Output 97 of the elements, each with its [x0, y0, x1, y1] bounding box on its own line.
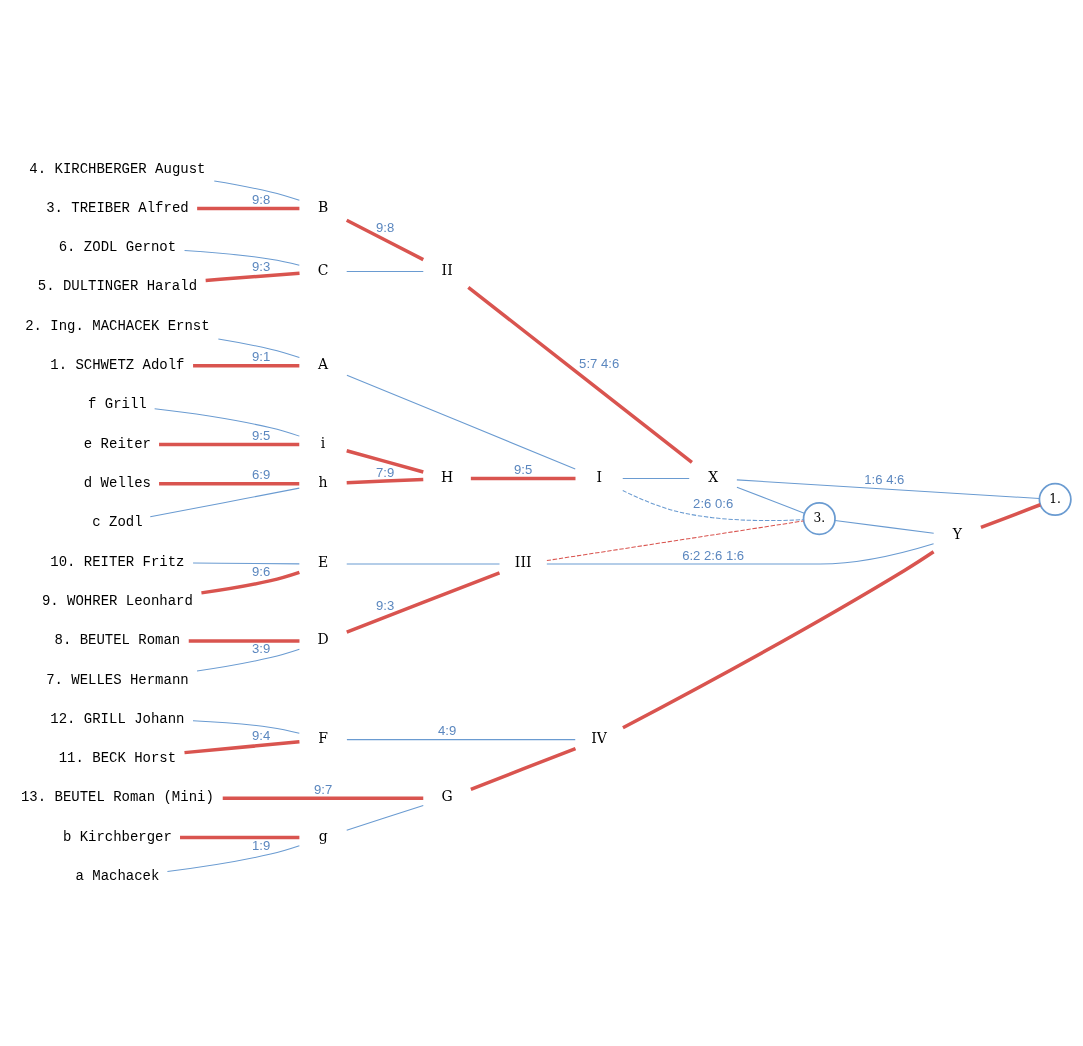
edge-label: 9:4 [251, 727, 271, 743]
connector [188, 639, 300, 643]
connector [470, 746, 577, 791]
connector [346, 805, 424, 831]
connector [193, 364, 300, 368]
edge-label: 9:8 [376, 220, 395, 236]
connector [546, 543, 935, 565]
connector [622, 477, 690, 479]
connector [346, 571, 501, 634]
connector [154, 408, 300, 437]
connector [213, 180, 300, 201]
edge-label: 9:5 [514, 462, 533, 478]
node-text: F [318, 729, 328, 746]
connector [197, 206, 300, 211]
node-text: g [318, 827, 328, 844]
edge-label: 9:3 [251, 259, 271, 275]
node-text: 13. BEUTEL Roman (Mini) [20, 789, 214, 806]
node-text: C [317, 261, 329, 278]
connector [622, 490, 804, 522]
connector [184, 740, 300, 755]
edge-label: 6:2 2:6 1:6 [682, 547, 745, 563]
node-text: IV [591, 729, 607, 746]
node-circle: 3. [802, 502, 836, 536]
node-text: II [441, 261, 453, 278]
connector [346, 270, 424, 272]
node-text: a Machacek [75, 868, 160, 885]
connector [196, 648, 300, 672]
node-text: 6. ZODL Gernot [58, 239, 177, 256]
connector [222, 796, 424, 800]
connector [180, 835, 300, 840]
connector [980, 503, 1041, 530]
connector [467, 285, 693, 464]
node-text: E [318, 554, 329, 571]
node-text: A [318, 356, 329, 373]
connector [736, 486, 805, 514]
connector [159, 481, 300, 486]
node-text: 3. TREIBER Alfred [46, 199, 189, 216]
edge-label: 5:7 4:6 [579, 355, 620, 371]
connector [736, 479, 1040, 499]
node-text: 8. BEUTEL Roman [54, 632, 181, 649]
connector [346, 563, 501, 565]
edge-label: 9:1 [251, 349, 271, 365]
connector [546, 520, 805, 562]
edge-label: 1:9 [251, 837, 271, 853]
node-text: h [318, 474, 328, 491]
node-text: Y [952, 526, 962, 543]
node-text: 1. SCHWETZ Adolf [50, 357, 185, 374]
node-text: i [320, 434, 326, 451]
connector [217, 338, 300, 359]
connector [345, 218, 425, 262]
edge-label: 4:9 [438, 723, 457, 739]
node-text: D [317, 631, 329, 648]
node-text: c Zodl [92, 514, 143, 531]
node-text: G [441, 788, 453, 805]
node-text: 10. REITER Fritz [50, 553, 185, 570]
node-text: f Grill [88, 396, 147, 413]
edge-label: 9:5 [251, 428, 271, 444]
node-text: I [596, 468, 602, 485]
node-text: 5. DULTINGER Harald [37, 278, 198, 295]
connector [622, 550, 935, 730]
node-text: 7. WELLES Hermann [46, 671, 189, 688]
node-text: 9. WOHRER Leonhard [41, 592, 193, 609]
edge-label: 9:7 [314, 781, 333, 797]
edge-label: 7:9 [376, 464, 395, 480]
node-text: b Kirchberger [62, 828, 172, 845]
node-text: e Reiter [83, 435, 151, 452]
node-text: 4. KIRCHBERGER August [29, 160, 206, 177]
connector [166, 845, 300, 873]
edge-label: 1:6 4:6 [864, 471, 905, 487]
connector [346, 739, 576, 741]
connector [201, 570, 300, 595]
node-text: B [317, 198, 329, 215]
node-text: X [708, 468, 719, 485]
edge-label: 6:9 [251, 467, 271, 483]
node-text: 2. Ing. MACHACEK Ernst [25, 317, 210, 334]
connector [192, 562, 300, 565]
node-text: 11. BECK Horst [58, 750, 177, 767]
connector [470, 476, 576, 481]
edge-label: 9:3 [376, 598, 395, 614]
node-circle: 1. [1038, 482, 1072, 516]
connector [184, 249, 300, 266]
connector [834, 520, 935, 534]
connector [205, 271, 300, 283]
node-text: H [441, 468, 454, 485]
connector [346, 449, 424, 474]
node-text: 12. GRILL Johann [50, 710, 185, 727]
connector [149, 487, 300, 518]
edge-label: 9:6 [251, 564, 271, 580]
connector [159, 442, 300, 447]
connector [346, 477, 424, 485]
node-text: III [514, 554, 532, 571]
connector [192, 720, 300, 734]
connector [346, 374, 576, 470]
edge-label: 3:9 [251, 641, 271, 657]
node-text: d Welles [83, 475, 151, 492]
edge-label: 2:6 0:6 [693, 496, 734, 512]
edge-label: 9:8 [251, 192, 271, 208]
